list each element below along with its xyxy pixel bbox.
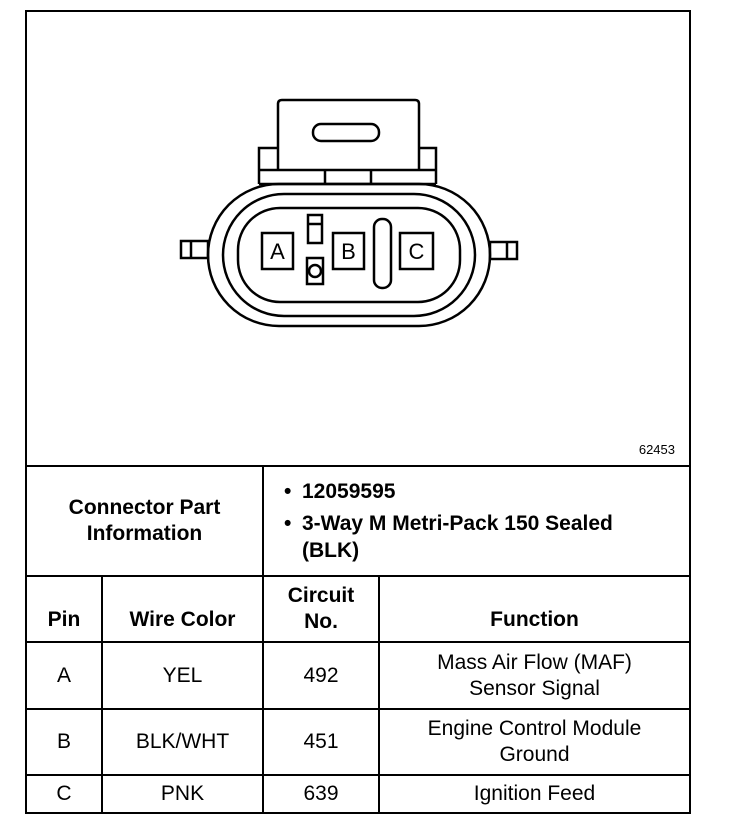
- row-b-circuit: 451: [303, 730, 339, 753]
- connector-description: 3-Way M Metri-Pack 150 Sealed (BLK): [274, 510, 654, 564]
- connector-figure: A B C 62453: [27, 12, 689, 467]
- figure-number: 62453: [638, 442, 675, 457]
- info-divider: [27, 575, 689, 577]
- col-divider-main: [262, 467, 264, 812]
- pin-c-label: C: [409, 239, 425, 264]
- row-c-wire-color: PNK: [160, 782, 205, 805]
- connector-sheet: A B C 62453 Connector Part Information 1…: [25, 10, 691, 814]
- header-pin: Pin: [47, 608, 81, 631]
- header-circuit: Circuit No.: [287, 584, 355, 633]
- row-b-wire-color: BLK/WHT: [135, 730, 230, 753]
- connector-part-number: 12059595: [274, 478, 654, 505]
- pin-a-label: A: [270, 239, 285, 264]
- row-a-circuit: 492: [303, 663, 339, 687]
- figure-divider: [27, 465, 689, 467]
- header-wire-color: Wire Color: [129, 608, 236, 631]
- row-c-circuit: 639: [303, 782, 339, 805]
- header-function: Function: [490, 608, 579, 631]
- row-c-pin: C: [56, 782, 72, 805]
- col-divider-pin: [101, 577, 103, 812]
- row-b-pin: B: [56, 730, 71, 753]
- connector-info-list: 12059595 3-Way M Metri-Pack 150 Sealed (…: [274, 478, 654, 569]
- col-divider-circuit: [378, 577, 380, 812]
- connector-drawing: A B C: [179, 98, 519, 328]
- row-c-function: Ignition Feed: [473, 782, 596, 805]
- row-a-pin: A: [56, 663, 71, 687]
- row-b-function: Engine Control Module Ground: [427, 717, 642, 766]
- connector-info-label: Connector Part Information: [68, 496, 221, 545]
- pin-b-label: B: [341, 239, 356, 264]
- row-a-function: Mass Air Flow (MAF) Sensor Signal: [437, 650, 632, 700]
- header-divider: [27, 641, 689, 643]
- row-a-divider: [27, 708, 689, 710]
- row-b-divider: [27, 774, 689, 776]
- row-a-wire-color: YEL: [162, 663, 203, 687]
